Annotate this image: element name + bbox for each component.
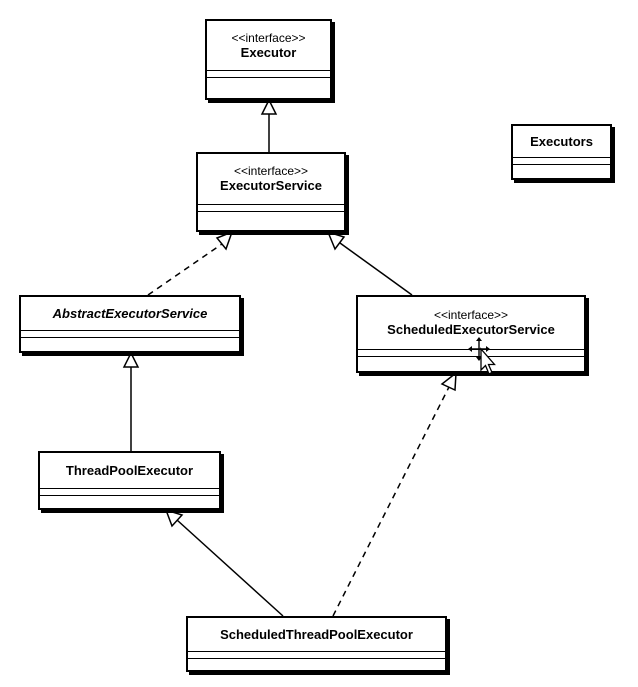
attributes-section [188,652,445,659]
class-executorservice-header: <<interface>> ExecutorService [198,154,344,205]
class-abstractexecutorservice[interactable]: AbstractExecutorService [19,295,241,353]
edge-abstractexecutorservice-to-executorservice [147,243,223,296]
attributes-section [21,331,239,338]
operations-section [40,496,219,508]
stereotype-label: <<interface>> [433,308,509,322]
attributes-section [40,489,219,496]
arrowhead-abstractexecutorservice [122,351,140,368]
mouse-pointer-move-icon [468,337,496,375]
class-name: ScheduledThreadPoolExecutor [220,626,413,642]
class-name: Executor [240,44,297,60]
class-executors-header: Executors [513,126,610,158]
class-executors[interactable]: Executors [511,124,612,180]
class-name: AbstractExecutorService [52,305,208,321]
class-name: ScheduledExecutorService [387,322,555,337]
stereotype-label: <<interface>> [233,164,309,178]
operations-section [207,78,330,98]
operations-section [198,212,344,230]
attributes-section [207,71,330,78]
edge-scheduledthreadpoolexecutor-to-threadpoolexecutor [176,519,284,617]
class-executorservice[interactable]: <<interface>> ExecutorService [196,152,346,232]
arrowhead-threadpoolexecutor [164,508,184,528]
operations-section [21,338,239,351]
edge-scheduledthreadpoolexecutor-to-scheduledexecutorservice [332,386,450,617]
arrowhead-scheduledexecutorservice [440,371,457,392]
class-executor[interactable]: <<interface>> Executor [205,19,332,100]
class-name: ExecutorService [220,178,322,193]
class-threadpoolexecutor[interactable]: ThreadPoolExecutor [38,451,221,510]
operations-section [188,659,445,670]
operations-section [513,165,610,178]
class-abstractexecutorservice-header: AbstractExecutorService [21,297,239,331]
attributes-section [513,158,610,165]
class-name: ThreadPoolExecutor [65,462,194,478]
arrowhead-executor [260,98,278,115]
class-name: Executors [530,133,593,149]
edge-scheduledexecutorservice-to-executorservice [339,242,413,296]
arrowhead-executorservice-right [326,230,346,251]
class-threadpoolexecutor-header: ThreadPoolExecutor [40,453,219,489]
class-executor-header: <<interface>> Executor [207,21,330,71]
arrowhead-executorservice-left [215,230,234,251]
class-scheduledthreadpoolexecutor[interactable]: ScheduledThreadPoolExecutor [186,616,447,672]
class-scheduledexecutorservice[interactable]: <<interface>> ScheduledExecutorService [356,295,586,373]
attributes-section [358,350,584,357]
class-scheduledthreadpoolexecutor-header: ScheduledThreadPoolExecutor [188,618,445,652]
attributes-section [198,205,344,212]
stereotype-label: <<interface>> [231,30,306,45]
